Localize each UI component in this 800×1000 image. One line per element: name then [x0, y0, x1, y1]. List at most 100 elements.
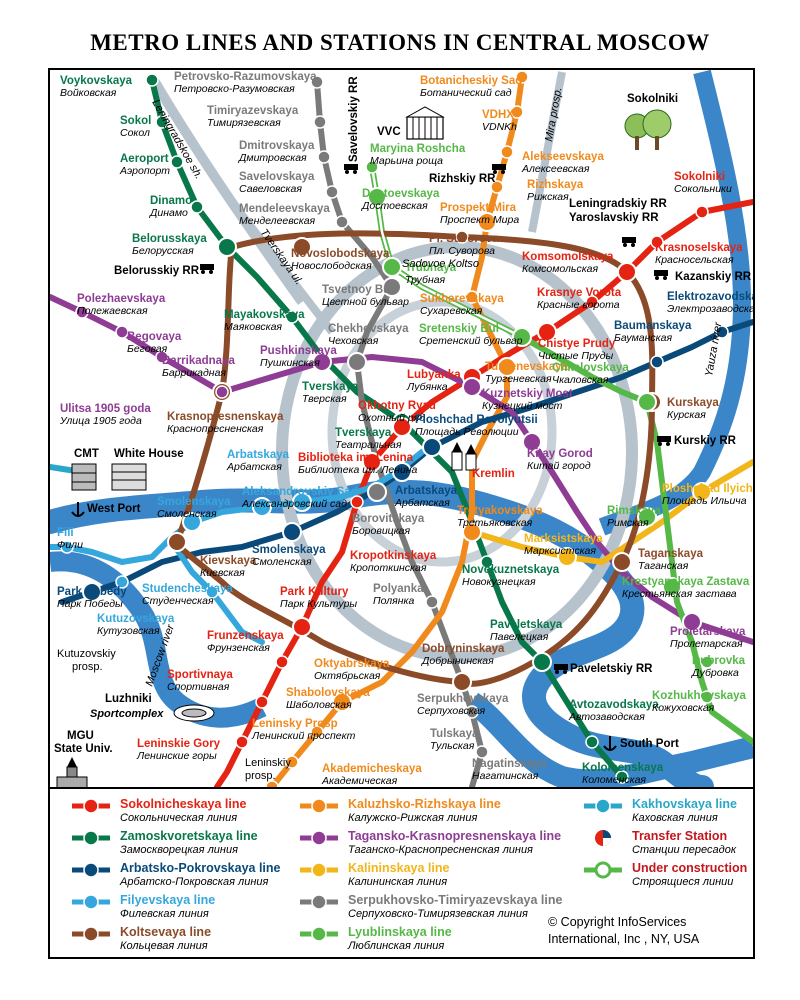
station-label-begovaya[interactable]: Begovaya — [127, 331, 182, 343]
station-dot-borovitskaya[interactable] — [367, 482, 387, 502]
station-label-aeroport[interactable]: Aeroport — [120, 153, 169, 165]
station-dot-okhotny-ryad[interactable] — [392, 417, 412, 437]
station-dot-kuznetskiy-most[interactable] — [462, 377, 482, 397]
station-label-pushkinskaya[interactable]: Pushkinskaya — [260, 345, 337, 357]
station-label-savelovskaya[interactable]: Savelovskaya — [239, 171, 315, 183]
station-dot-smolenskaya[interactable] — [282, 522, 302, 542]
station-label-tulskaya[interactable]: Tulskaya — [430, 728, 479, 740]
station-label-serpukhovskaya[interactable]: Serpukhovskaya — [417, 693, 509, 705]
station-dot-pl-suvorova[interactable] — [455, 230, 469, 244]
station-label-nagatinskaya[interactable]: Nagatinskaya — [472, 758, 547, 770]
station-dot-novokuznetskaya[interactable] — [480, 555, 494, 569]
station-dot-akademicheskaya[interactable] — [265, 780, 279, 787]
station-dot-dobryninskaya[interactable] — [452, 672, 472, 692]
station-dot-mendeleevskaya[interactable] — [335, 215, 349, 229]
station-dot-mayakovskaya[interactable] — [285, 310, 299, 324]
station-label-alekseevskaya[interactable]: Alekseevskaya — [522, 151, 604, 163]
station-dot-studencheskaya[interactable] — [205, 585, 219, 599]
station-label-vdhx[interactable]: VDHX — [482, 109, 514, 121]
station-label-pl-suvorova[interactable]: Pl. Suvorova — [429, 233, 499, 245]
station-dot-park-pobedy[interactable] — [82, 582, 102, 602]
station-dot-krasnye-vorota[interactable] — [585, 295, 599, 309]
station-label-oktyabrskaya[interactable]: Oktyabrskaya — [314, 658, 390, 670]
station-dot-taganskaya[interactable] — [612, 552, 632, 572]
station-dot-paveletskaya[interactable] — [532, 652, 552, 672]
station-dot-aleksandrovskiy-sad[interactable] — [292, 492, 312, 512]
station-dot-dostoevskaya[interactable] — [367, 187, 387, 207]
station-label-sukharevskaya[interactable]: Sukharevskaya — [420, 293, 504, 305]
station-label-kolomenskaya[interactable]: Kolomenskaya — [582, 762, 664, 774]
station-dot-biblioteka-im-lenina[interactable] — [362, 452, 382, 472]
station-dot-kitay-gorod[interactable] — [522, 432, 542, 452]
station-label-chkalovskaya[interactable]: Chkalovskaya — [552, 362, 629, 374]
station-dot-chekhovskaya[interactable] — [347, 352, 367, 372]
station-label-mendeleevskaya[interactable]: Mendeleevskaya — [239, 203, 330, 215]
station-label-rizhskaya[interactable]: Rizhskaya — [527, 179, 584, 191]
station-dot-tsvetnoy-bul[interactable] — [382, 277, 402, 297]
station-label-tsvetnoy-bul[interactable]: Tsvetnoy Bul — [322, 284, 393, 296]
station-label-park-kultury[interactable]: Park Kultury — [280, 586, 349, 598]
station-label-tverskaya[interactable]: Tverskaya — [335, 427, 392, 439]
station-dot-kievskaya[interactable] — [167, 532, 187, 552]
station-label-dostoevskaya[interactable]: Dostoevskaya — [362, 188, 440, 200]
station-label-dinamo[interactable]: Dinamo — [150, 195, 192, 207]
station-dot-botanicheskiy-sad[interactable] — [515, 70, 529, 84]
station-dot-leninsky-prosp[interactable] — [285, 755, 299, 769]
station-dot-arbatskaya[interactable] — [252, 497, 272, 517]
station-label-sokol[interactable]: Sokol — [120, 115, 151, 127]
station-label-prospekt-mira[interactable]: Prospekt Mira — [440, 202, 517, 214]
station-dot-begovaya[interactable] — [155, 350, 169, 364]
station-dot-rizhskaya[interactable] — [490, 180, 504, 194]
station-dot-rimskaya[interactable] — [637, 507, 657, 527]
station-label-borovitskaya[interactable]: Borovitskaya — [352, 513, 425, 525]
station-label-kropotkinskaya[interactable]: Kropotkinskaya — [350, 550, 437, 562]
station-label-petrovsko-razumovskaya[interactable]: Petrovsko-Razumovskaya — [174, 71, 317, 83]
station-dot-frunzenskaya[interactable] — [275, 655, 289, 669]
station-label-chekhovskaya[interactable]: Chekhovskaya — [328, 323, 409, 335]
station-dot-turgenevskaya[interactable] — [497, 357, 517, 377]
station-dot-proletarskaya[interactable] — [682, 612, 702, 632]
station-dot-fili[interactable] — [60, 540, 74, 554]
station-label-marksistskaya[interactable]: Marksistskaya — [524, 533, 603, 545]
station-label-paveletskaya[interactable]: Paveletskaya — [490, 619, 563, 631]
station-dot-oktyabrskaya[interactable] — [332, 692, 352, 712]
station-dot-chistye-prudy[interactable] — [537, 322, 557, 342]
station-label-kozhukhovskaya[interactable]: Kozhukhovskaya — [652, 690, 747, 702]
station-dot-aeroport[interactable] — [170, 155, 184, 169]
station-label-leninsky-prosp[interactable]: Leninsky Prosp — [252, 718, 338, 730]
station-dot-kropotkinskaya[interactable] — [350, 495, 364, 509]
station-label-proletarskaya[interactable]: Proletarskaya — [670, 626, 746, 638]
station-label-sokolniki[interactable]: Sokolniki — [674, 171, 725, 183]
station-dot-prospekt-mira[interactable] — [477, 212, 497, 232]
station-dot-baumanskaya[interactable] — [650, 355, 664, 369]
station-label-baumanskaya[interactable]: Baumanskaya — [614, 320, 692, 332]
station-dot-komsomolskaya[interactable] — [617, 262, 637, 282]
station-label-park-pobedy[interactable]: Park Pobedy — [57, 586, 127, 598]
station-dot-polezhaevskaya[interactable] — [75, 305, 89, 319]
station-label-ulitsa-1905-goda[interactable]: Ulitsa 1905 goda — [60, 403, 151, 415]
station-dot-maryina-roshcha[interactable] — [365, 160, 379, 174]
station-label-fili[interactable]: Fili — [57, 527, 74, 539]
station-dot-sokol[interactable] — [155, 115, 169, 129]
station-label-rimskaya[interactable]: Rimskaya — [607, 505, 661, 517]
station-label-lubyanka[interactable]: Lubyanka — [407, 369, 461, 381]
station-label-kuznetskiy-most[interactable]: Kuznetskiy Most — [482, 388, 573, 400]
station-label-chistye-prudy[interactable]: Chistye Prudy — [538, 338, 616, 350]
station-label-aleksandrovskiy-sad[interactable]: Aleksandrovskiy Sad — [242, 486, 358, 498]
station-dot-savelovskaya[interactable] — [325, 185, 339, 199]
station-label-arbatskaya[interactable]: Arbatskaya — [227, 449, 290, 461]
station-dot-voykovskaya[interactable] — [145, 73, 159, 87]
station-label-ploshchad-revolyutsii[interactable]: Ploshchad Revolyutsii — [415, 414, 538, 426]
station-dot-sretenskiy-bul[interactable] — [512, 327, 532, 347]
station-label-avtozavodskaya[interactable]: Avtozavodskaya — [569, 699, 659, 711]
station-dot-dmitrovskaya[interactable] — [317, 150, 331, 164]
station-dot-krasnoselskaya[interactable] — [650, 235, 664, 249]
station-dot-sportivnaya[interactable] — [255, 695, 269, 709]
station-label-botanicheskiy-sad[interactable]: Botanicheskiy Sad — [420, 75, 522, 87]
station-dot-ploshchad-ilyicha[interactable] — [692, 482, 712, 502]
station-label-voykovskaya[interactable]: Voykovskaya — [60, 75, 133, 87]
station-label-studencheskaya[interactable]: Studencheskaya — [142, 583, 233, 595]
station-label-dmitrovskaya[interactable]: Dmitrovskaya — [239, 140, 315, 152]
station-dot-tulskaya[interactable] — [465, 705, 479, 719]
station-label-trubnaya[interactable]: Trubnaya — [405, 262, 457, 274]
